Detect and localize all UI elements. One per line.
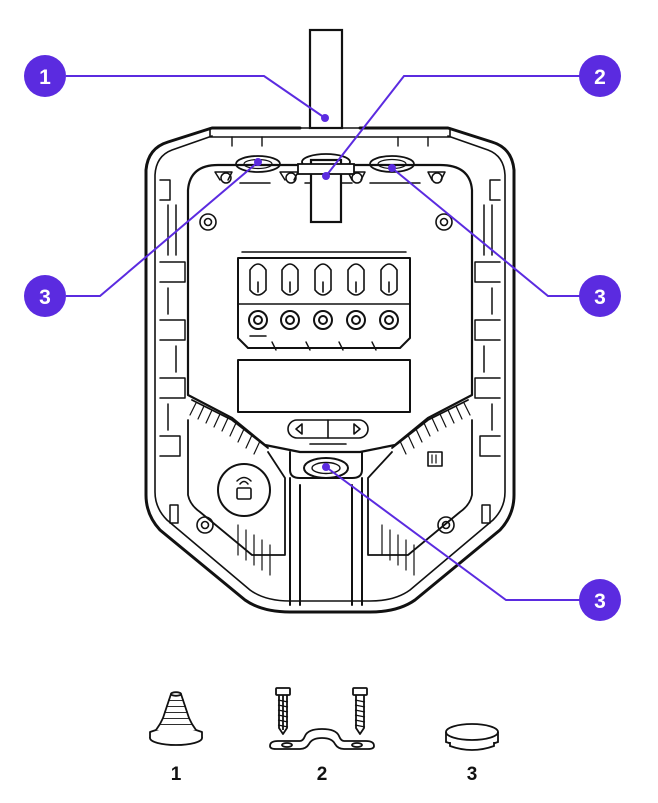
svg-text:3: 3 <box>39 286 51 309</box>
rfid-reader-icon <box>217 463 271 517</box>
svg-text:1: 1 <box>39 66 51 89</box>
mounting-holes <box>196 213 455 534</box>
bottom-cable-entry <box>289 451 363 606</box>
svg-text:3: 3 <box>594 590 606 613</box>
svg-text:3: 3 <box>594 286 606 309</box>
callout-leaders <box>66 75 580 601</box>
left-wall-clips <box>159 179 186 524</box>
clamped-cable <box>297 158 355 224</box>
callout-anchor-dots <box>254 114 396 471</box>
lower-right-pocket <box>367 419 473 576</box>
callout-badge-2: 2 <box>579 55 621 97</box>
cable-grommet-icon <box>149 691 203 746</box>
terminal-block <box>237 251 411 351</box>
svg-text:2: 2 <box>594 66 606 89</box>
bottom-ribs <box>189 399 471 455</box>
part-label-1: 1 <box>171 764 182 785</box>
label-plate <box>237 359 411 413</box>
callout-badge-3-right: 3 <box>579 275 621 317</box>
center-slots <box>287 419 369 445</box>
callout-badge-1: 1 <box>24 55 66 97</box>
part-label-3: 3 <box>467 764 478 785</box>
callout-badge-3-left: 3 <box>24 275 66 317</box>
callout-badge-3-bottom: 3 <box>579 579 621 621</box>
blanking-plug-icon <box>445 723 499 751</box>
lower-left-pocket <box>187 419 286 576</box>
right-wall-clips <box>474 179 501 524</box>
charger-back-housing <box>144 126 516 614</box>
supply-cable <box>308 28 344 130</box>
top-left-knockout <box>235 155 281 173</box>
cable-clamp-with-screws-icon <box>269 687 375 750</box>
part-label-2: 2 <box>317 764 328 785</box>
